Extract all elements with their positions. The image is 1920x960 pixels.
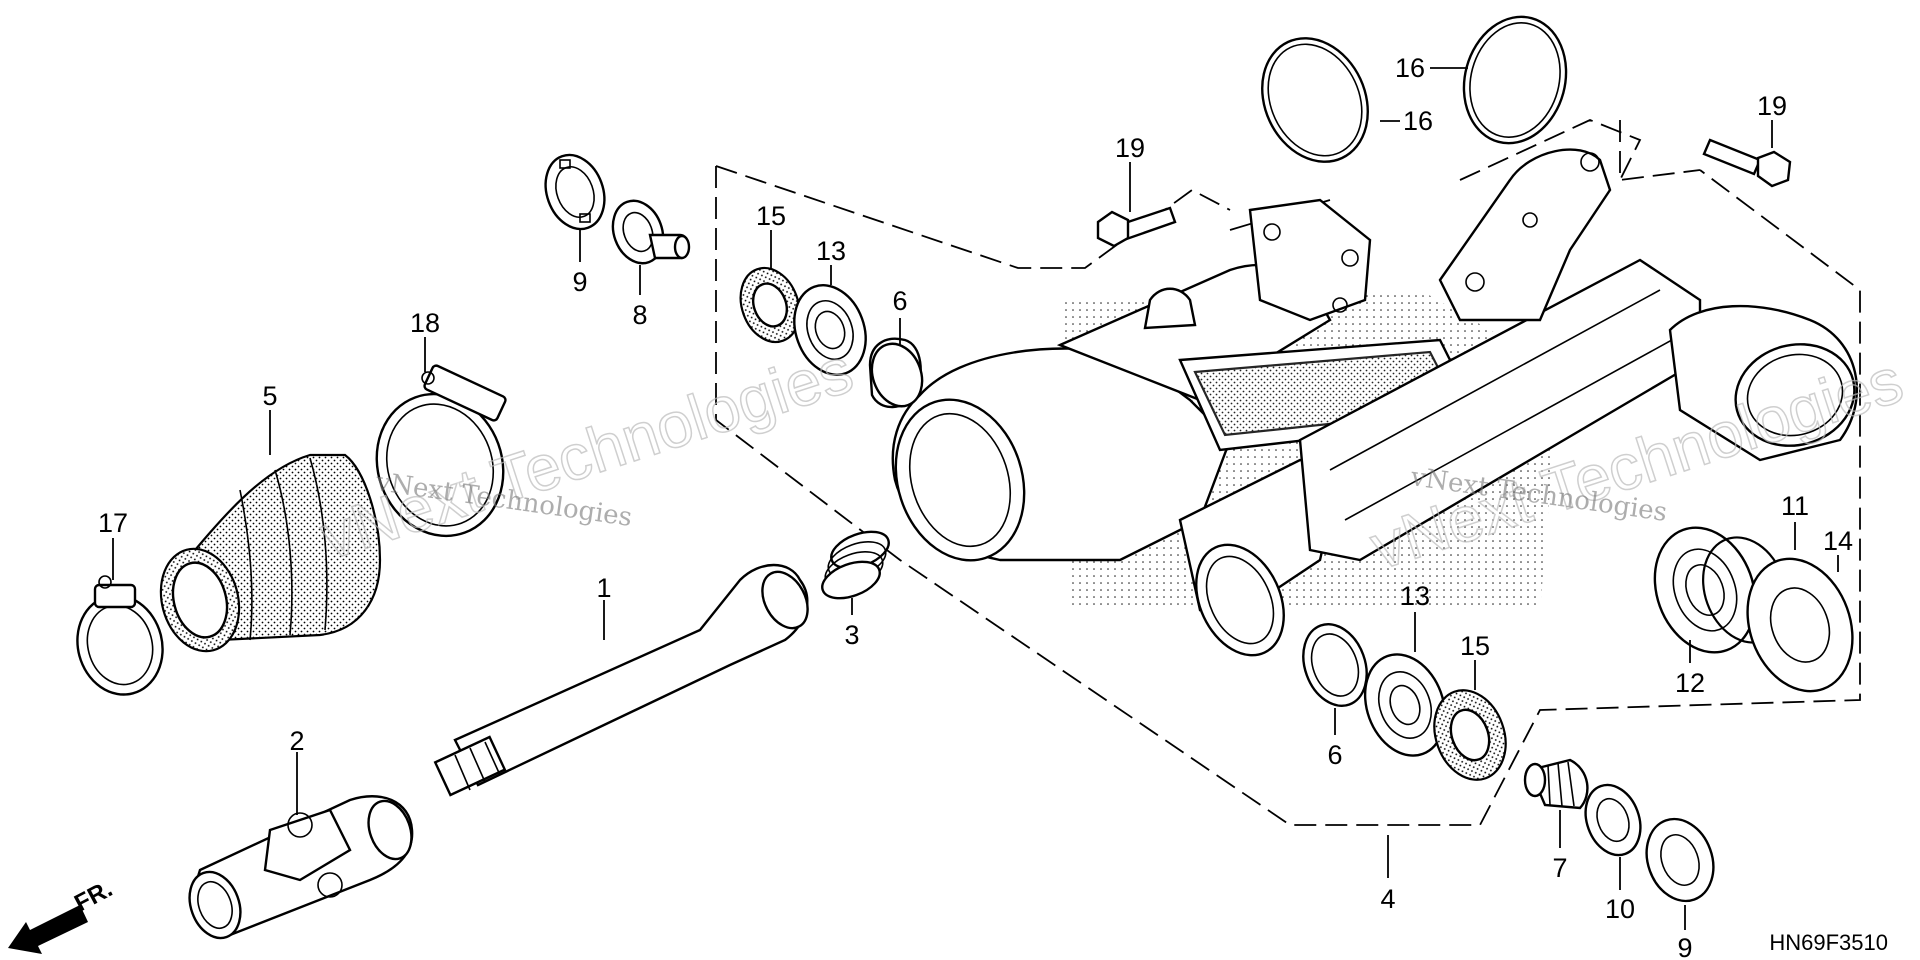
universal-joint-part-2 [188,795,414,940]
o-ring-part-16-a [1261,37,1369,163]
lock-nut-part-9-top [544,153,606,231]
o-ring-part-16-b [1462,15,1568,145]
driveshaft-part-1 [433,563,809,797]
callout-4: 4 [1380,884,1395,914]
callout-labels: 1 2 3 4 5 6 6 7 8 9 9 10 11 12 13 13 14 … [98,53,1853,960]
front-arrow-icon [8,905,88,954]
callout-10: 10 [1605,894,1635,924]
cap-part-6-bottom [1302,623,1368,707]
diagram-code: HN69F3510 [1769,930,1888,955]
callout-6-top: 6 [892,286,907,316]
leader-lines [112,67,1839,930]
bearing-part-13-bottom [1363,653,1447,757]
bolt-part-19-left [1096,206,1177,248]
callout-11: 11 [1781,491,1809,521]
callout-16-top: 16 [1395,53,1425,83]
pivot-bolt-part-7 [1523,758,1589,810]
callout-8: 8 [632,300,647,330]
seal-part-15-bottom [1433,689,1507,781]
callout-6-bottom: 6 [1327,740,1342,770]
callout-9-bottom: 9 [1677,933,1692,960]
callout-17: 17 [98,508,128,538]
lock-nut-part-10 [1584,783,1642,857]
assembly-boundary [715,119,1861,826]
pivot-bolt-part-8 [611,199,691,265]
callout-9-top: 9 [572,267,587,297]
callout-13-top: 13 [816,236,846,266]
callout-3: 3 [844,620,859,650]
callout-5: 5 [262,381,277,411]
callout-14: 14 [1823,526,1853,556]
seal-part-12 [1653,526,1757,654]
callout-2: 2 [289,726,304,756]
bearing-part-13-top [793,284,867,376]
callout-19-right: 19 [1757,91,1787,121]
callout-15-top: 15 [756,201,786,231]
collar-part-14 [1746,557,1854,693]
swingarm-part-4 [891,148,1859,657]
callout-15-bottom: 15 [1460,631,1490,661]
boot-part-5 [159,453,382,653]
callout-1: 1 [596,573,611,603]
clamp-part-18 [375,364,507,538]
callout-16-bottom: 16 [1403,106,1433,136]
clamp-part-17 [76,575,164,696]
callout-19-left: 19 [1115,133,1145,163]
bolt-part-19-right [1702,138,1792,188]
lock-nut-part-9-bottom [1645,817,1715,903]
callout-18: 18 [410,308,440,338]
callout-12: 12 [1675,668,1705,698]
cap-part-6-top [868,337,924,409]
seal-part-15-top [739,266,801,344]
front-direction-indicator: FR. [8,875,117,954]
spring-part-3 [821,530,890,600]
callout-7: 7 [1552,853,1567,883]
callout-13-bottom: 13 [1400,581,1430,611]
